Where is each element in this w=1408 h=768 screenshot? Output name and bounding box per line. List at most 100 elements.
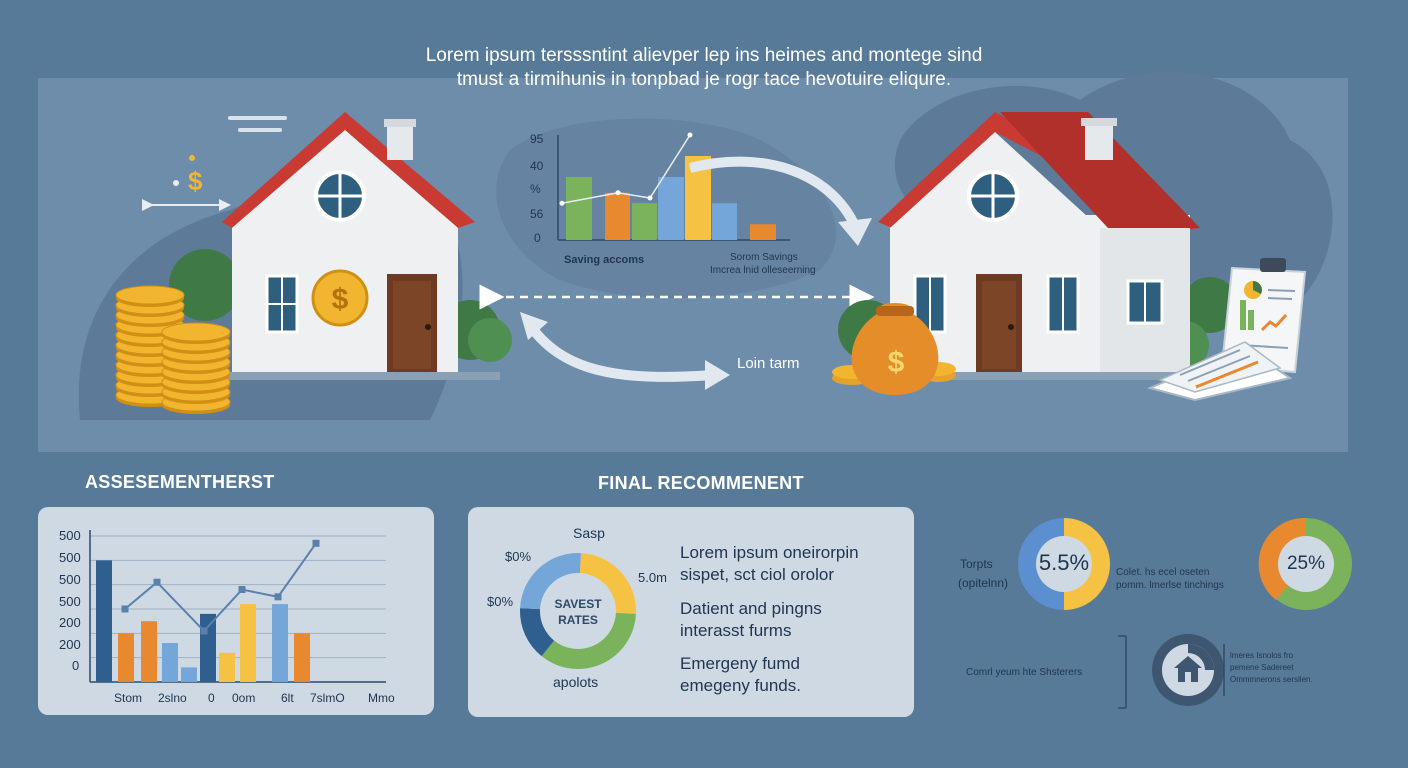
assess-x-label: 7slmO xyxy=(310,691,345,705)
mini-chart-trend-point xyxy=(647,195,653,201)
mini-chart: 95 40 % 56 0 Saving accoms Sorom Savings… xyxy=(530,132,816,276)
home-gauge-icon xyxy=(1152,634,1224,706)
assess-trend-point xyxy=(312,539,320,547)
loan-term-label: Loin tarm xyxy=(737,355,800,372)
assess-trend-point xyxy=(121,605,129,613)
assess-bar xyxy=(240,604,256,682)
headline-line-1: Lorem ipsum tersssntint alievper lep ins… xyxy=(425,45,983,66)
assess-bar xyxy=(294,633,310,682)
mini-chart-tick: % xyxy=(530,182,541,196)
arrow-head xyxy=(705,360,730,390)
assess-trend-point xyxy=(274,593,282,601)
assess-x-label: 0om xyxy=(232,691,256,705)
recommendation-line: sispet, sct ciol orolor xyxy=(680,565,834,584)
bush xyxy=(169,249,241,321)
coin-dollar-icon: $ xyxy=(332,283,349,316)
assessment-line xyxy=(121,539,320,635)
assess-y-tick: 500 xyxy=(59,550,81,565)
percent-ring-1-center xyxy=(1036,536,1092,592)
assess-x-label: 0 xyxy=(208,691,215,705)
percent-ring-2-center xyxy=(1278,536,1334,592)
percent-value-2: 25% xyxy=(1286,553,1326,574)
recommendation-line: Datient and pingns xyxy=(680,599,822,618)
mini-chart-bar xyxy=(566,177,592,240)
donut-top-label: Sasp xyxy=(573,525,605,541)
assess-bar xyxy=(200,613,216,682)
mini-chart-tick: 40 xyxy=(530,159,544,173)
headline: Lorem ipsum tersssntint alievper lep ins… xyxy=(300,44,1108,92)
coin-stack-coin xyxy=(161,322,231,342)
arrow-head xyxy=(838,218,872,246)
assess-trend-point xyxy=(238,586,246,594)
bush xyxy=(1182,277,1238,333)
mini-chart-line xyxy=(559,132,693,206)
mini-chart-bar xyxy=(658,177,684,240)
assess-y-tick: 500 xyxy=(59,528,81,543)
assess-y-tick: 200 xyxy=(59,615,81,630)
assess-x-label: 2slno xyxy=(158,691,187,705)
assess-x-label: Stom xyxy=(114,691,143,705)
left-house xyxy=(222,112,500,380)
bush xyxy=(468,318,512,362)
money-bag-icon xyxy=(832,303,956,395)
curved-arrow-top xyxy=(688,156,861,231)
stats-mid-text: pomm. lmerlse tinchings xyxy=(1116,580,1224,591)
donut-right-label: 5.0m xyxy=(638,570,667,585)
mini-chart-trend-line xyxy=(561,134,691,204)
donut-center-label: RATES xyxy=(558,613,598,627)
mini-chart-label-left: Saving accoms xyxy=(564,254,644,266)
assessment-gridlines xyxy=(89,530,386,683)
assess-bar xyxy=(141,621,157,682)
donut-slice xyxy=(541,612,636,669)
assess-bar xyxy=(181,667,197,682)
coin-stacks xyxy=(115,285,231,414)
donut-slice xyxy=(520,553,581,610)
arrow-head xyxy=(520,312,548,340)
stats-left-label: (opitelnn) xyxy=(958,576,1009,590)
mini-chart-tick: 95 xyxy=(530,132,544,146)
donut-left-label: $0% xyxy=(505,549,532,564)
stats-info-text: lmeres Isnolos fro xyxy=(1230,651,1294,660)
deco-dot xyxy=(173,180,179,186)
document-stack-icon xyxy=(1146,341,1293,402)
assess-y-tick: 200 xyxy=(59,637,81,652)
assess-trend-point xyxy=(153,578,161,586)
stats-bottom-label: Comrl yeum hte Shsterers xyxy=(966,667,1083,678)
stats-info-text: pemene Sadereet xyxy=(1230,663,1294,672)
assessment-bars xyxy=(96,560,310,682)
recommendation-line: Lorem ipsum oneirorpin xyxy=(680,543,859,562)
donut-hole xyxy=(541,574,615,648)
mini-chart-label-right: Sorom Savings xyxy=(730,252,798,263)
assessment-title: ASSESEMENTHERST xyxy=(85,472,275,492)
assess-bar xyxy=(118,633,134,682)
headline-line-2: tmust a tirmihunis in tonpbad je rogr ta… xyxy=(456,69,952,90)
assessment-panel xyxy=(38,507,434,715)
deco-dot xyxy=(189,155,195,161)
mini-chart-label-right: Imcrea lnid olleseerning xyxy=(710,265,816,276)
assess-y-tick: 500 xyxy=(59,594,81,609)
recommendation-title: FINAL RECOMMENENT xyxy=(598,473,804,493)
assess-x-label: 6lt xyxy=(281,691,294,705)
mini-chart-trend-point xyxy=(559,200,565,206)
money-bag-dollar-icon: $ xyxy=(888,346,905,379)
mini-chart-bar xyxy=(750,224,776,240)
recommendation-line: Emergeny fumd xyxy=(680,654,800,673)
assess-trend-point xyxy=(200,627,208,635)
assess-bar xyxy=(96,560,112,682)
assess-x-label: Mmo xyxy=(368,691,395,705)
percent-value-1: 5.5% xyxy=(1038,550,1090,575)
assess-bar xyxy=(219,652,235,682)
donut-slice xyxy=(579,553,636,614)
coin-stack-coin xyxy=(115,285,185,305)
savings-donut-chart xyxy=(520,553,636,669)
stats-mid-text: Colet. hs ecel oseten xyxy=(1116,567,1210,578)
mini-chart-trend-point xyxy=(687,132,693,138)
mini-chart-bar xyxy=(605,192,630,240)
recommendation-line: emegeny funds. xyxy=(680,676,801,695)
stats-info-text: Ommmnerons sersllen. xyxy=(1230,675,1313,684)
assess-y-tick: 0 xyxy=(72,658,80,673)
mini-chart-tick: 0 xyxy=(534,231,541,245)
donut-bottom-label: apolots xyxy=(553,674,599,690)
assess-bar xyxy=(162,643,178,682)
